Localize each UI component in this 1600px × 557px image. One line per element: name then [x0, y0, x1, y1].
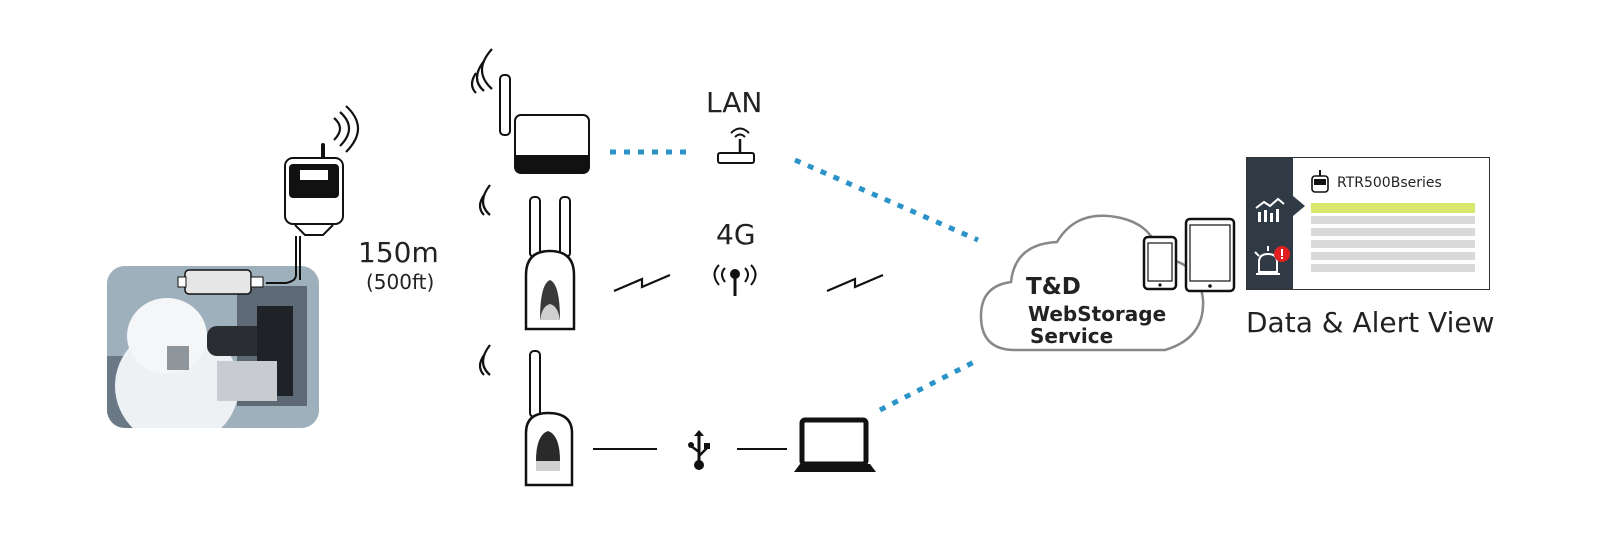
router-icon	[717, 127, 755, 164]
cloud-title: T&D	[1026, 274, 1081, 300]
data-row	[1311, 264, 1475, 272]
lan-label: LAN	[706, 86, 763, 119]
laptop-icon	[794, 417, 876, 472]
usb-base-unit-icon	[478, 344, 574, 487]
cloud-subtitle-2: Service	[1030, 324, 1114, 348]
cellular-base-unit-icon	[478, 184, 576, 331]
data-row	[1311, 216, 1475, 224]
highlight-row	[1311, 203, 1475, 213]
usb-icon	[688, 430, 710, 470]
tablet-icon	[1184, 217, 1236, 293]
logger-small-icon	[1311, 170, 1329, 193]
cloud-subtitle-1: WebStorage	[1028, 302, 1167, 326]
lan-base-unit-icon	[470, 48, 590, 174]
cleanroom-illustration	[107, 266, 319, 428]
cellular-label: 4G	[716, 218, 756, 251]
sidebar-pointer	[1293, 196, 1305, 216]
range-label: 150m	[358, 236, 439, 269]
view-device-label: RTR500Bseries	[1337, 175, 1442, 191]
alarm-icon	[1254, 246, 1290, 275]
data-row	[1311, 252, 1475, 260]
view-sidebar	[1247, 158, 1293, 289]
cleanroom-photo	[107, 266, 319, 428]
graph-icon	[1255, 197, 1285, 222]
antenna-icon	[713, 264, 757, 296]
data-alert-view-panel: RTR500Bseries	[1246, 157, 1490, 290]
range-imperial-label: (500ft)	[366, 270, 435, 294]
data-row	[1311, 240, 1475, 248]
data-row	[1311, 228, 1475, 236]
smartphone-icon	[1142, 235, 1178, 291]
view-caption: Data & Alert View	[1246, 306, 1495, 339]
logger-device-icon	[177, 105, 360, 295]
